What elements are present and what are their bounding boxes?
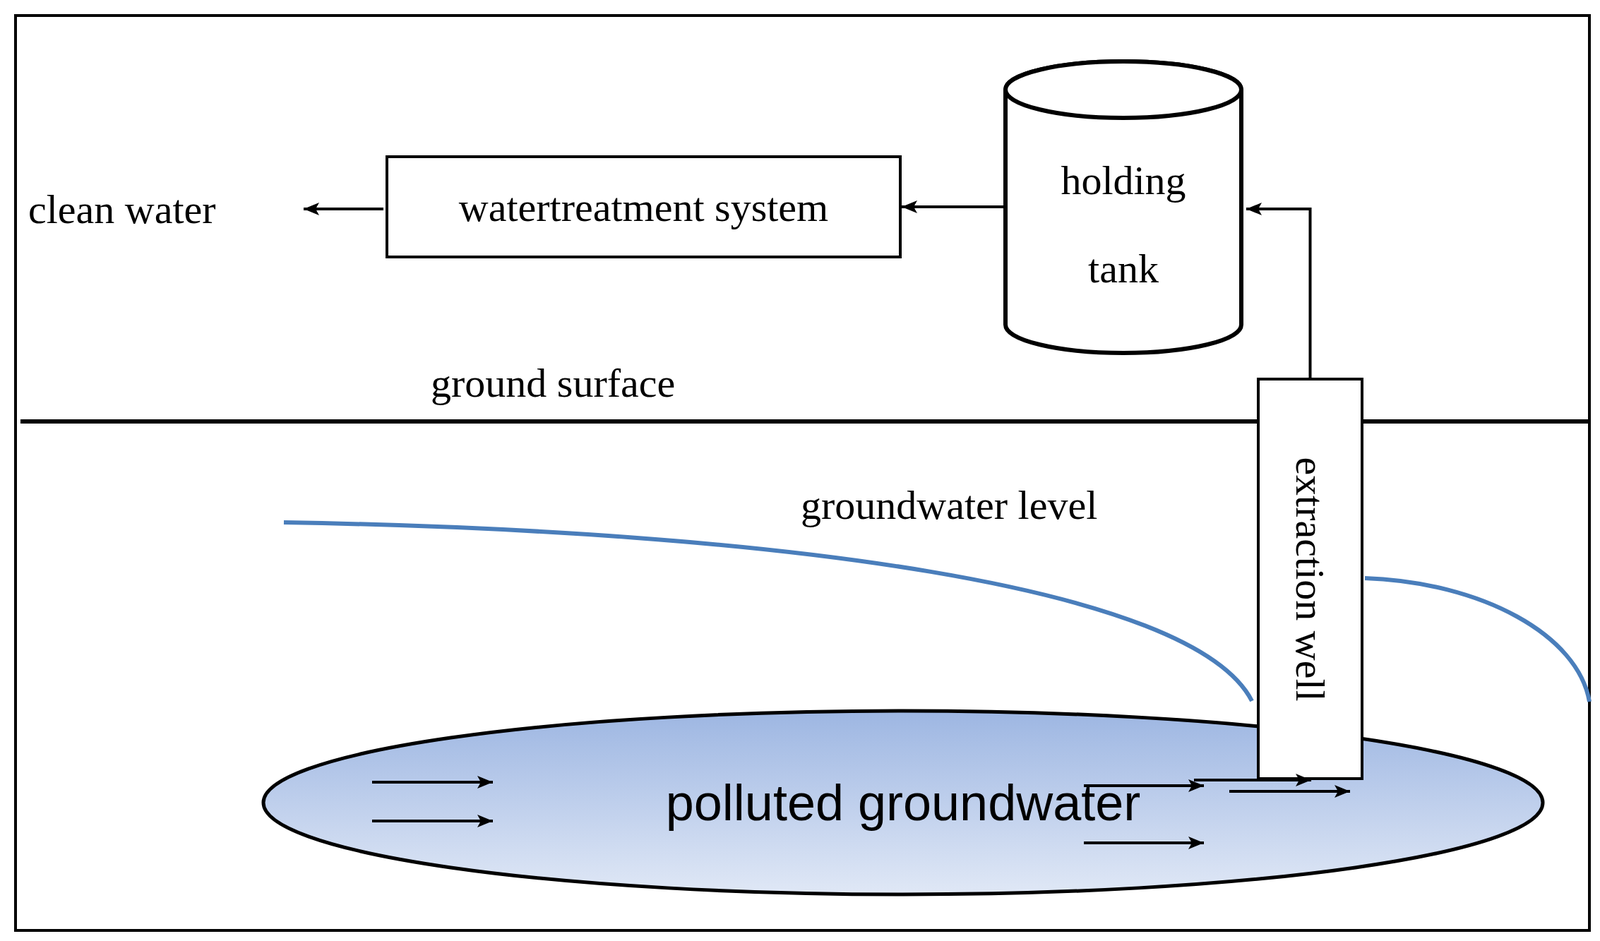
tank-top xyxy=(1005,61,1242,118)
extraction-well: extraction well xyxy=(1256,377,1364,781)
output-label: clean water xyxy=(28,185,217,234)
flow-connector xyxy=(1246,209,1311,378)
plume-ellipse xyxy=(263,711,1543,895)
node-text: holding tank xyxy=(1017,101,1230,313)
holding-tank: holding tank xyxy=(1003,59,1244,356)
tank-body xyxy=(1005,61,1242,354)
groundwater-curve xyxy=(1364,578,1590,702)
groundwater-curve xyxy=(283,522,1252,702)
process-box: watertreatment system xyxy=(385,155,902,259)
tank-outline xyxy=(1003,59,1244,356)
node-text: extraction well xyxy=(1286,456,1334,702)
flow-connector xyxy=(901,205,1004,209)
outflow-arrow xyxy=(303,207,384,211)
level-label: groundwater level xyxy=(800,481,1098,529)
node-text: polluted groundwater xyxy=(665,773,1141,832)
node-text: watertreatment system xyxy=(458,183,829,231)
frame xyxy=(15,15,1590,931)
ground-label: ground surface xyxy=(430,359,676,407)
